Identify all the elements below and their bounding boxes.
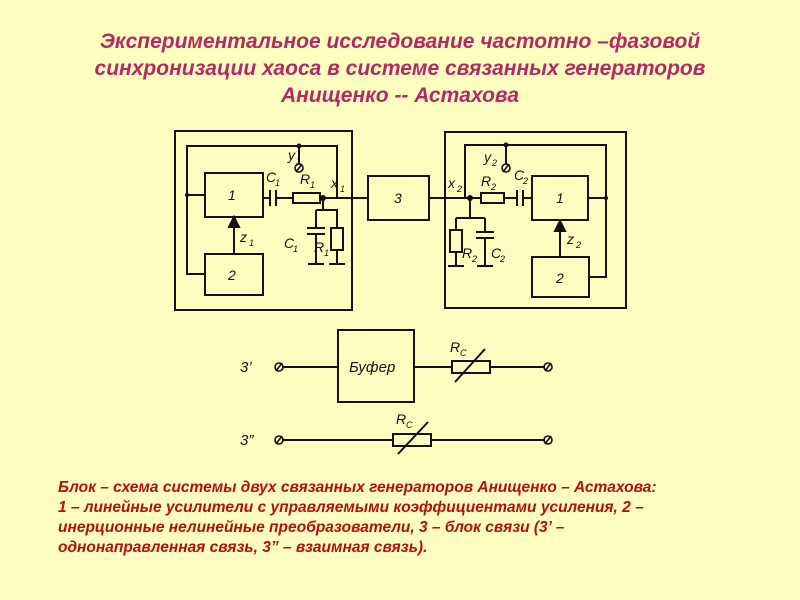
variant-1-right-terminal [543, 362, 553, 372]
caption-line: 1 – линейные усилители с управляемыми ко… [58, 499, 644, 516]
generator-2-resistor [480, 192, 505, 204]
variant-1-left-terminal [274, 362, 284, 372]
generator-2-y-terminal [501, 163, 511, 173]
generator-2-r-sub: 2 [490, 182, 496, 192]
generator-2-corner-junction [604, 196, 608, 200]
variant-1-rc-sub: C [460, 348, 467, 358]
variant-2-left-terminal [274, 435, 284, 445]
generator-2-loop-wire [588, 197, 607, 278]
generator-2-junction [467, 195, 473, 201]
generator-2-converter-label: 2 [555, 270, 564, 286]
generator-1-c-label: C [266, 169, 277, 185]
generator-2-z-label: z [566, 231, 574, 247]
generator-1-c-sub: 1 [275, 178, 280, 188]
variant-2-label: 3” [240, 432, 254, 449]
generator-1-shunt-r-label: R [314, 239, 324, 255]
variant-1-variable-resistor-arrow [454, 348, 486, 383]
caption-line: инерционные нелинейные преобразователи, … [58, 519, 565, 536]
generator-2-amplifier-label: 1 [556, 190, 564, 206]
generator-1-junction [320, 195, 326, 201]
generator-1-amplifier-label: 1 [228, 187, 236, 203]
generator-2-tap-junction [503, 142, 509, 148]
generator-1-top-wire [186, 145, 338, 198]
generator-1-shunt-c-label: C [284, 235, 295, 251]
generator-2-c-sub: 2 [522, 176, 528, 186]
buffer-label: Буфер [349, 359, 395, 376]
generator-2-shunt-r-sub: 2 [471, 254, 477, 264]
generator-2-y-sub: 2 [491, 158, 497, 168]
generator-2-z-arrowhead [553, 218, 567, 232]
variant-1-rc-label: R [450, 339, 460, 355]
generator-1-loop-wire [186, 194, 205, 275]
generator-2-top-wire [464, 144, 607, 198]
generator-1-resistor [292, 192, 321, 204]
generator-1-z-arrowhead [227, 214, 241, 228]
generator-1-frame [174, 130, 353, 311]
generator-2-z-sub: 2 [575, 240, 581, 250]
generator-1-z-label: z [239, 229, 247, 245]
variant-2-rc-sub: C [406, 420, 413, 430]
generator-1-y-label: y [287, 147, 296, 163]
generator-1-x-label: x [330, 175, 339, 191]
generator-1-x-sub: 1 [340, 184, 345, 194]
generator-2-frame [444, 131, 627, 309]
generator-1-shunt-c-sub: 1 [293, 244, 298, 254]
generator-2-shunt-c-sub: 2 [499, 254, 505, 264]
title-line: Экспериментальное исследование частотно … [99, 30, 701, 53]
variant-2-rc-label: R [396, 411, 406, 427]
generator-1-y-sub: 1 [296, 156, 301, 166]
generator-2-x-sub: 2 [456, 184, 462, 194]
generator-2-c-label: C [514, 167, 525, 183]
generator-1-shunt-r-sub: 1 [324, 248, 329, 258]
generator-1-corner-junction [185, 193, 189, 197]
generator-1-r-sub: 1 [310, 180, 315, 190]
title-line: Анищенко -- Астахова [280, 84, 520, 107]
generator-1-tap-junction [296, 143, 302, 149]
generator-1-y-terminal [294, 163, 304, 173]
title-line: синхронизации хаоса в системе связанных … [94, 57, 706, 80]
generator-2-r-label: R [481, 173, 491, 189]
figure-caption: Блок – схема системы двух связанных гене… [58, 478, 758, 558]
generator-2-x-label: x [447, 175, 456, 191]
generator-2-y-label: y [483, 149, 492, 165]
page-title: Экспериментальное исследование частотно … [30, 28, 770, 109]
caption-line: однонаправленная связь, 3” – взаимная св… [58, 539, 428, 556]
generator-2-shunt-resistor [449, 229, 463, 253]
generator-1-shunt-resistor [330, 227, 344, 251]
caption-line: Блок – схема системы двух связанных гене… [58, 479, 657, 496]
generator-2-shunt-r-label: R [462, 245, 472, 261]
variant-2-right-terminal [543, 435, 553, 445]
variant-1-variable-resistor [451, 360, 491, 374]
variant-2-variable-resistor-arrow [397, 421, 429, 455]
generator-1-z-sub: 1 [249, 238, 254, 248]
variant-1-label: 3’ [240, 359, 252, 376]
generator-1-shunt-r-wire [323, 209, 338, 228]
generator-1-r-label: R [300, 171, 310, 187]
coupling-block-label: 3 [394, 190, 402, 206]
generator-1-converter-label: 2 [227, 267, 236, 283]
generator-2-shunt-c-label: C [491, 245, 502, 261]
